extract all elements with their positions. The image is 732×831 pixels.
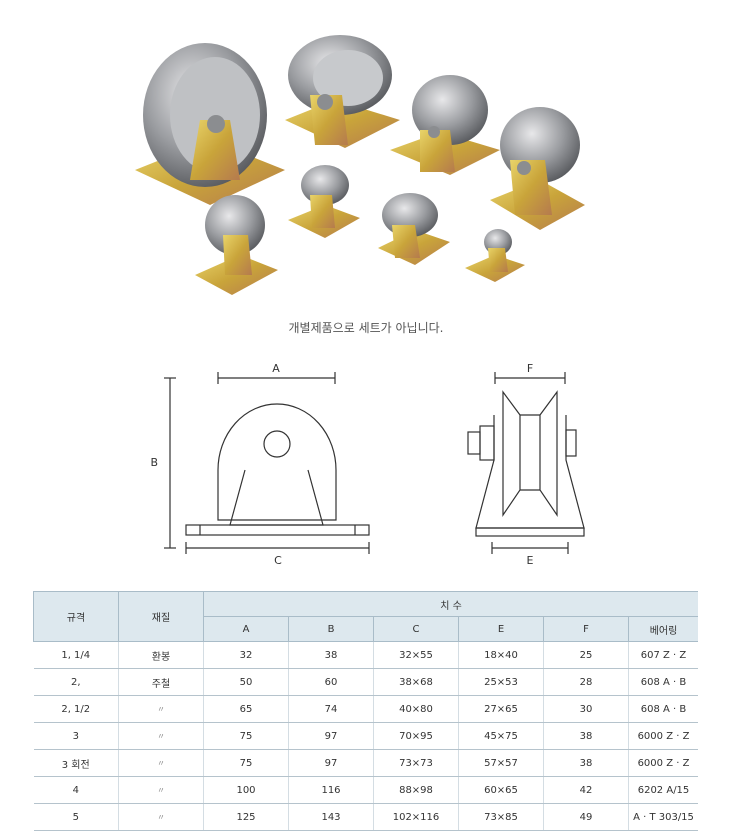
cell-c: 38×68 <box>373 668 459 696</box>
header-c: C <box>373 616 459 642</box>
cell-c: 73×73 <box>373 749 459 777</box>
table-row: 1, 1/4 환봉 32 38 32×55 18×40 25 607 Z · Z <box>33 641 698 669</box>
cell-b: 97 <box>288 749 374 777</box>
table-row: 2, 1/2 〃 65 74 40×80 27×65 30 608 A · B <box>33 695 698 723</box>
cell-e: 27×65 <box>458 695 544 723</box>
side-view: F E <box>467 362 585 567</box>
cell-b: 74 <box>288 695 374 723</box>
cell-c: 32×55 <box>373 641 459 669</box>
cell-b: 116 <box>288 776 374 804</box>
header-spec: 규격 <box>33 591 119 642</box>
cell-c: 88×98 <box>373 776 459 804</box>
cell-f: 49 <box>543 803 629 831</box>
product-photo <box>135 35 585 295</box>
cell-a: 125 <box>203 803 289 831</box>
dim-label-e: E <box>527 554 534 567</box>
header-a: A <box>203 616 289 642</box>
cell-bearing: 607 Z · Z <box>628 641 698 669</box>
cell-bearing: A · T 303/15 <box>628 803 698 831</box>
cell-material: 〃 <box>118 803 204 831</box>
cell-spec: 4 <box>33 776 119 804</box>
wheel-small-b <box>490 107 585 230</box>
cell-material: 주철 <box>118 668 204 696</box>
header-e: E <box>458 616 544 642</box>
cell-material: 〃 <box>118 722 204 750</box>
dim-label-b: B <box>150 456 158 469</box>
cell-bearing: 6000 Z · Z <box>628 749 698 777</box>
cell-a: 65 <box>203 695 289 723</box>
cell-c: 70×95 <box>373 722 459 750</box>
technical-drawing: A B C F <box>150 362 585 567</box>
cell-a: 32 <box>203 641 289 669</box>
wheel-mini-c <box>378 193 450 265</box>
cell-b: 97 <box>288 722 374 750</box>
front-view: A B C <box>150 362 370 567</box>
cell-e: 73×85 <box>458 803 544 831</box>
cell-spec: 3 <box>33 722 119 750</box>
cell-bearing: 608 A · B <box>628 695 698 723</box>
cell-c: 102×116 <box>373 803 459 831</box>
table-row: 4 〃 100 116 88×98 60×65 42 6202 A/15 <box>33 776 698 804</box>
wheel-small-a <box>390 75 500 175</box>
product-notice: 개별제품으로 세트가 아닙니다. <box>288 321 444 335</box>
cell-b: 38 <box>288 641 374 669</box>
cell-spec: 3 회전 <box>33 749 119 777</box>
cell-bearing: 608 A · B <box>628 668 698 696</box>
cell-material: 〃 <box>118 749 204 777</box>
wheel-mini-d <box>465 229 525 282</box>
cell-f: 25 <box>543 641 629 669</box>
header-dimensions: 치 수 <box>203 591 698 617</box>
cell-e: 60×65 <box>458 776 544 804</box>
cell-e: 25×53 <box>458 668 544 696</box>
header-bearing: 베어링 <box>628 616 698 642</box>
dim-label-f: F <box>527 362 533 375</box>
cell-e: 57×57 <box>458 749 544 777</box>
dim-label-a: A <box>272 362 280 375</box>
cell-bearing: 6000 Z · Z <box>628 722 698 750</box>
cell-material: 〃 <box>118 695 204 723</box>
dim-label-c: C <box>274 554 282 567</box>
cell-a: 50 <box>203 668 289 696</box>
cell-c: 40×80 <box>373 695 459 723</box>
cell-f: 38 <box>543 722 629 750</box>
cell-spec: 2, 1/2 <box>33 695 119 723</box>
cell-a: 75 <box>203 749 289 777</box>
cell-spec: 2, <box>33 668 119 696</box>
cell-e: 45×75 <box>458 722 544 750</box>
table-row: 2, 주철 50 60 38×68 25×53 28 608 A · B <box>33 668 698 696</box>
cell-spec: 5 <box>33 803 119 831</box>
table-row: 3 회전 〃 75 97 73×73 57×57 38 6000 Z · Z <box>33 749 698 777</box>
cell-f: 38 <box>543 749 629 777</box>
cell-a: 75 <box>203 722 289 750</box>
header-material: 재질 <box>118 591 204 642</box>
header-f: F <box>543 616 629 642</box>
cell-f: 42 <box>543 776 629 804</box>
wheel-mini-b <box>288 165 360 238</box>
wheel-mini-a <box>195 195 278 295</box>
cell-b: 143 <box>288 803 374 831</box>
cell-e: 18×40 <box>458 641 544 669</box>
header-b: B <box>288 616 374 642</box>
cell-material: 환봉 <box>118 641 204 669</box>
cell-b: 60 <box>288 668 374 696</box>
wheel-medium <box>285 35 400 148</box>
cell-bearing: 6202 A/15 <box>628 776 698 804</box>
spec-table: 규격 재질 치 수 A B C E F 베어링 1, 1/4 환봉 32 38 … <box>33 591 698 831</box>
cell-a: 100 <box>203 776 289 804</box>
table-row: 3 〃 75 97 70×95 45×75 38 6000 Z · Z <box>33 722 698 750</box>
wheel-large <box>135 43 285 205</box>
cell-material: 〃 <box>118 776 204 804</box>
cell-spec: 1, 1/4 <box>33 641 119 669</box>
cell-f: 28 <box>543 668 629 696</box>
cell-f: 30 <box>543 695 629 723</box>
table-row: 5 〃 125 143 102×116 73×85 49 A · T 303/1… <box>33 803 698 831</box>
